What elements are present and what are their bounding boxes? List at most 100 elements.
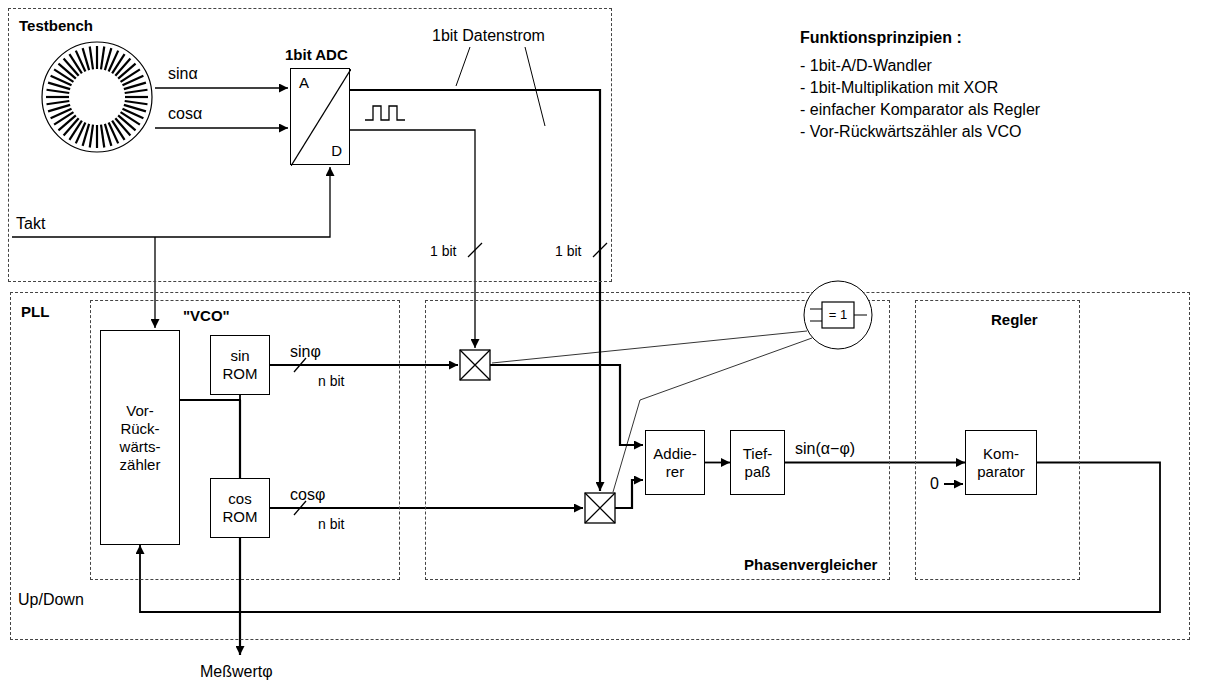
signal-label: Meßwertφ xyxy=(200,662,273,681)
signal-label: cosφ xyxy=(290,485,325,504)
box-label: Vor- Rück- wärts- zähler xyxy=(109,402,171,474)
multiplier-symbol xyxy=(460,350,490,380)
notes-item: - Vor-Rückwärtszähler als VCO xyxy=(800,122,1021,141)
disk-tick xyxy=(121,69,140,81)
reference-wire xyxy=(944,483,963,485)
disk-tick xyxy=(54,69,73,81)
adc-title: 1bit ADC xyxy=(285,46,348,63)
disk-tick xyxy=(83,48,89,70)
clock-branch-wire xyxy=(154,237,155,328)
leader-line xyxy=(525,47,545,126)
comparator-box: Kom- parator xyxy=(965,430,1037,495)
pll-group: PLL"VCO"Vor- Rück- wärts- zählersin ROMc… xyxy=(10,292,1190,640)
sin-bus-wire xyxy=(270,364,458,366)
adc-box: 1bit ADCAD xyxy=(290,68,350,165)
testbench-group: Testbench 1bit ADC A D xyxy=(8,8,612,282)
encoder-disk xyxy=(42,42,152,152)
disk-tick xyxy=(118,64,135,79)
signal-label: 0 xyxy=(930,474,939,493)
disk-tick xyxy=(69,54,81,73)
disk-tick xyxy=(69,121,81,140)
signal-label: n bit xyxy=(318,515,344,534)
disk-tick xyxy=(125,96,148,98)
disk-tick xyxy=(48,105,70,111)
leader-line xyxy=(492,331,807,363)
rom-box: sin ROM xyxy=(210,335,270,395)
multiplier-box xyxy=(585,493,615,523)
disk-tick xyxy=(47,90,70,93)
disk-tick xyxy=(96,46,98,69)
box-text-wrap: Addie- rer xyxy=(650,445,700,481)
disk-tick xyxy=(125,90,148,93)
disk-tick xyxy=(105,124,111,146)
leader-line xyxy=(456,47,470,86)
box-label: cos ROM xyxy=(218,490,262,526)
disk-tick xyxy=(96,125,98,148)
bus-slash xyxy=(294,358,306,372)
disk-tick xyxy=(109,51,119,72)
bitstream-wire xyxy=(350,90,600,491)
signal-label: 1bit Datenstrom xyxy=(432,26,545,45)
disk-tick xyxy=(112,121,124,140)
connector-label: Up/Down xyxy=(16,590,86,609)
clock-wire xyxy=(12,167,330,237)
notes-heading: Funktionsprinzipien : xyxy=(800,28,962,47)
disk-tick xyxy=(124,83,146,89)
multiplier-cross xyxy=(585,493,615,523)
disk-tick xyxy=(101,125,104,148)
box-text-wrap: Kom- parator xyxy=(970,445,1032,481)
box-label: Tief- paß xyxy=(736,445,780,481)
disk-tick xyxy=(51,76,72,86)
signal-label: 1 bit xyxy=(555,242,581,261)
disk-tick xyxy=(125,101,148,104)
cos-bus-wire xyxy=(270,507,583,509)
adc-diagonal-line xyxy=(291,69,351,166)
gate-symbol-text: = 1 xyxy=(822,302,854,328)
adc-input-mark: A xyxy=(299,74,309,91)
signal-label: sinα xyxy=(168,64,198,83)
disk-tick xyxy=(64,58,79,75)
signal-connector xyxy=(785,462,965,464)
pulse-symbol xyxy=(365,106,405,120)
disk-tick xyxy=(58,115,75,130)
lowpass-box: Tief- paß xyxy=(730,430,785,495)
group-title: "VCO" xyxy=(183,307,230,324)
sin-signal-wire xyxy=(155,87,288,88)
signal-label: sinφ xyxy=(290,342,321,361)
disk-tick xyxy=(101,47,104,70)
signal-connector xyxy=(705,462,730,464)
adc-output-mark: D xyxy=(331,142,342,159)
bus-slash xyxy=(593,243,607,257)
bitstream-wire xyxy=(350,130,475,348)
signal-label: n bit xyxy=(318,372,344,391)
notes-item: - 1bit-Multiplikation mit XOR xyxy=(800,78,998,97)
group-title: Testbench xyxy=(19,17,93,34)
disk-tick xyxy=(54,112,73,124)
notes-item: - 1bit-A/D-Wandler xyxy=(800,56,932,75)
connector-label: sin(α−φ) xyxy=(793,439,857,458)
multiplier-box xyxy=(460,350,490,380)
signal-label: 1 bit xyxy=(430,242,456,261)
signal-label: Takt xyxy=(16,214,45,233)
box-text-wrap: Vor- Rück- wärts- zähler xyxy=(109,402,171,474)
box-label: Addie- rer xyxy=(650,445,700,481)
group-title: Regler xyxy=(991,311,1038,328)
bus-slash xyxy=(294,501,306,515)
disk-outline xyxy=(42,42,152,152)
disk-tick xyxy=(90,125,93,148)
vco-group: "VCO" Vor- Rück- wärts- zähler sin ROM cos … xyxy=(90,300,400,580)
box-text-wrap: cos ROM xyxy=(218,490,262,526)
multiplier-symbol xyxy=(585,493,615,523)
disk-tick xyxy=(47,101,70,104)
group-title: Phasenvergleicher xyxy=(744,556,877,573)
box-label: sin ROM xyxy=(218,347,262,383)
disk-tick xyxy=(90,47,93,70)
counter-box: Vor- Rück- wärts- zähler xyxy=(100,330,180,545)
disk-tick xyxy=(115,118,130,135)
notes-item: - einfacher Komparator als Regler xyxy=(800,100,1040,119)
adder-box: Addie- rer xyxy=(645,430,705,495)
xor-gate xyxy=(822,302,854,328)
controller-group: ReglerKom- parator xyxy=(915,300,1080,580)
disk-tick xyxy=(46,96,69,98)
